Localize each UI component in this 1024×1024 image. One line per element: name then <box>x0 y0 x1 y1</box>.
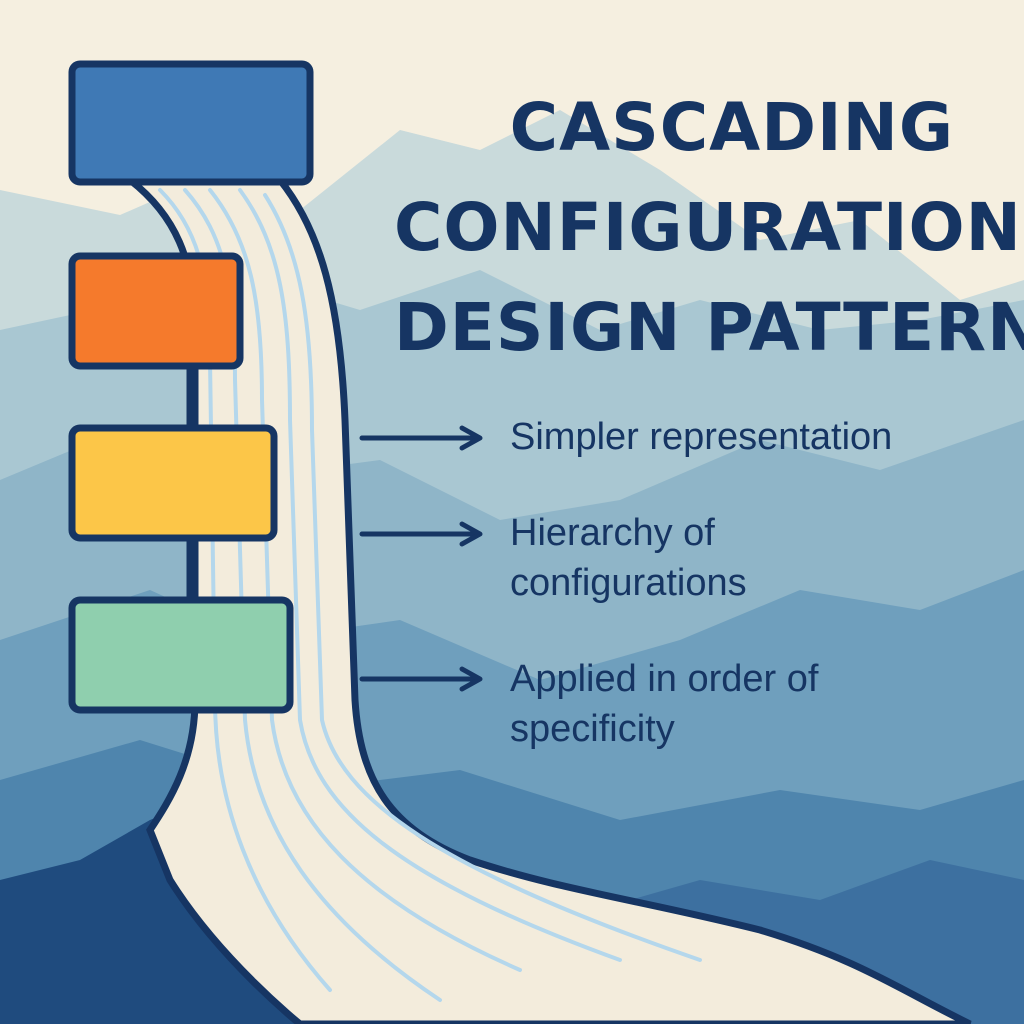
bullet-1-line-1: Simpler representation <box>510 416 893 458</box>
title-line-3: DESIGN PATTERN <box>394 289 1024 366</box>
layer-box-top <box>68 60 314 186</box>
bullet-hierarchy: Hierarchy of configurations <box>510 508 980 608</box>
bullet-3-line-1: Applied in order of <box>510 658 819 700</box>
bullet-applied-order: Applied in order of specificity <box>510 654 980 754</box>
bullet-simpler-representation: Simpler representation <box>510 412 980 462</box>
layer-box-green <box>68 596 294 714</box>
bullet-2-line-2: configurations <box>510 562 747 604</box>
arrow-1 <box>359 425 483 451</box>
layer-box-orange <box>68 252 244 370</box>
layer-box-yellow <box>68 424 278 542</box>
bullet-3-line-2: specificity <box>510 708 675 750</box>
title-line-1: CASCADING <box>509 89 954 166</box>
waterfall <box>119 176 972 1024</box>
arrow-3 <box>359 666 483 692</box>
arrow-2 <box>359 521 483 547</box>
bullet-2-line-1: Hierarchy of <box>510 512 715 554</box>
title-line-2: CONFIGURATION <box>394 189 1022 266</box>
page-title: CASCADING CONFIGURATION DESIGN PATTERN <box>394 78 1024 378</box>
water-streaks <box>158 188 702 1002</box>
